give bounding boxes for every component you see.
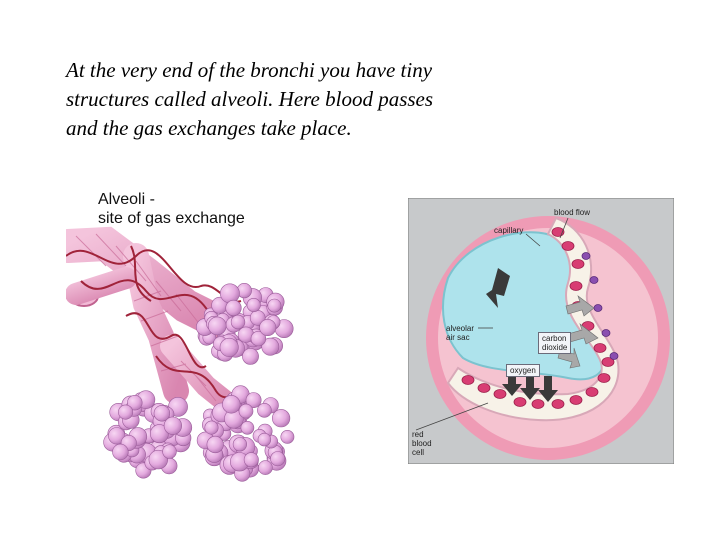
alveoli-illustration bbox=[66, 226, 295, 482]
alveolus bbox=[270, 451, 286, 467]
label-alveolar-air-sac: alveolar air sac bbox=[446, 324, 475, 342]
blood-cell bbox=[461, 375, 475, 385]
label-red-blood-cell: red blood cell bbox=[412, 430, 432, 457]
alveolus bbox=[240, 421, 255, 435]
label-carbon-dioxide: carbon dioxide bbox=[538, 332, 572, 354]
alveoli-title-line-2: site of gas exchange bbox=[98, 210, 245, 227]
alveolus bbox=[207, 316, 227, 336]
label-pointers bbox=[415, 217, 569, 431]
alveolus bbox=[204, 420, 219, 435]
oxygen-arrows bbox=[486, 268, 558, 402]
blood-cell bbox=[531, 399, 545, 409]
alveolus bbox=[243, 452, 259, 468]
alveolus bbox=[261, 337, 280, 356]
gas-exchange-diagram: blood flow capillary alveolar air sac ca… bbox=[408, 198, 674, 464]
alveoli-diagram: Alveoli - site of gas exchange bbox=[66, 186, 300, 488]
blood-cell bbox=[561, 241, 575, 251]
alveolus bbox=[259, 319, 277, 337]
blood-cell bbox=[601, 357, 615, 367]
alveoli-cluster bbox=[196, 385, 295, 482]
slide-text-line-1: At the very end of the bronchi you have … bbox=[66, 58, 433, 82]
blood-cell bbox=[477, 383, 491, 393]
blood-cell bbox=[589, 276, 599, 284]
alveolus bbox=[232, 437, 247, 452]
alveolus bbox=[246, 298, 261, 313]
blood-cell bbox=[551, 227, 565, 237]
alveolus bbox=[127, 395, 143, 411]
blood-cell bbox=[593, 304, 603, 312]
alveolus bbox=[250, 330, 267, 347]
alveolus bbox=[153, 405, 171, 422]
blood-cell bbox=[493, 389, 507, 399]
alveolus bbox=[118, 404, 134, 420]
alveolus bbox=[257, 403, 272, 418]
alveolus bbox=[222, 395, 241, 414]
alveolus bbox=[219, 283, 240, 304]
blood-cell bbox=[601, 329, 611, 337]
slide-text-line-3: and the gas exchanges take place. bbox=[66, 116, 352, 140]
blood-cell bbox=[569, 281, 583, 291]
alveolus bbox=[206, 435, 224, 454]
alveolus bbox=[280, 429, 295, 444]
blood-cell bbox=[609, 352, 619, 360]
bronchiole bbox=[66, 226, 242, 417]
alveolus bbox=[148, 449, 169, 470]
blood-cell bbox=[551, 399, 565, 409]
label-oxygen: oxygen bbox=[506, 364, 540, 377]
alveoli-cluster bbox=[196, 282, 294, 365]
blood-cell bbox=[569, 395, 583, 405]
blood-cell bbox=[581, 252, 591, 260]
blood-cell bbox=[513, 397, 527, 407]
slide-text: At the very end of the bronchi you have … bbox=[66, 56, 626, 143]
alveolus bbox=[225, 299, 242, 317]
alveolus bbox=[257, 432, 272, 447]
alveolus bbox=[108, 427, 126, 445]
alveolus bbox=[245, 392, 262, 408]
alveoli-title-line-1: Alveoli - bbox=[98, 191, 155, 208]
alveolus bbox=[112, 443, 129, 461]
blood-cell bbox=[597, 373, 611, 383]
label-capillary: capillary bbox=[494, 226, 524, 235]
slide-text-line-2: structures called alveoli. Here blood pa… bbox=[66, 87, 434, 111]
alveolus bbox=[163, 416, 182, 435]
red-blood-cells bbox=[461, 227, 615, 409]
alveolus bbox=[162, 444, 177, 459]
alveolus bbox=[230, 314, 246, 330]
alveoli-title: Alveoli - site of gas exchange bbox=[98, 190, 245, 228]
blood-cell bbox=[593, 343, 607, 353]
alveolus bbox=[242, 347, 259, 365]
blood-cell bbox=[585, 387, 599, 397]
alveolus bbox=[258, 460, 273, 475]
alveolus bbox=[219, 337, 239, 357]
blood-cell bbox=[571, 259, 585, 269]
alveolus bbox=[272, 409, 291, 428]
alveolus bbox=[238, 403, 254, 419]
label-blood-flow: blood flow bbox=[554, 208, 591, 217]
white-cells bbox=[581, 252, 619, 360]
alveolus bbox=[267, 298, 282, 313]
alveoli-cluster bbox=[103, 390, 193, 479]
